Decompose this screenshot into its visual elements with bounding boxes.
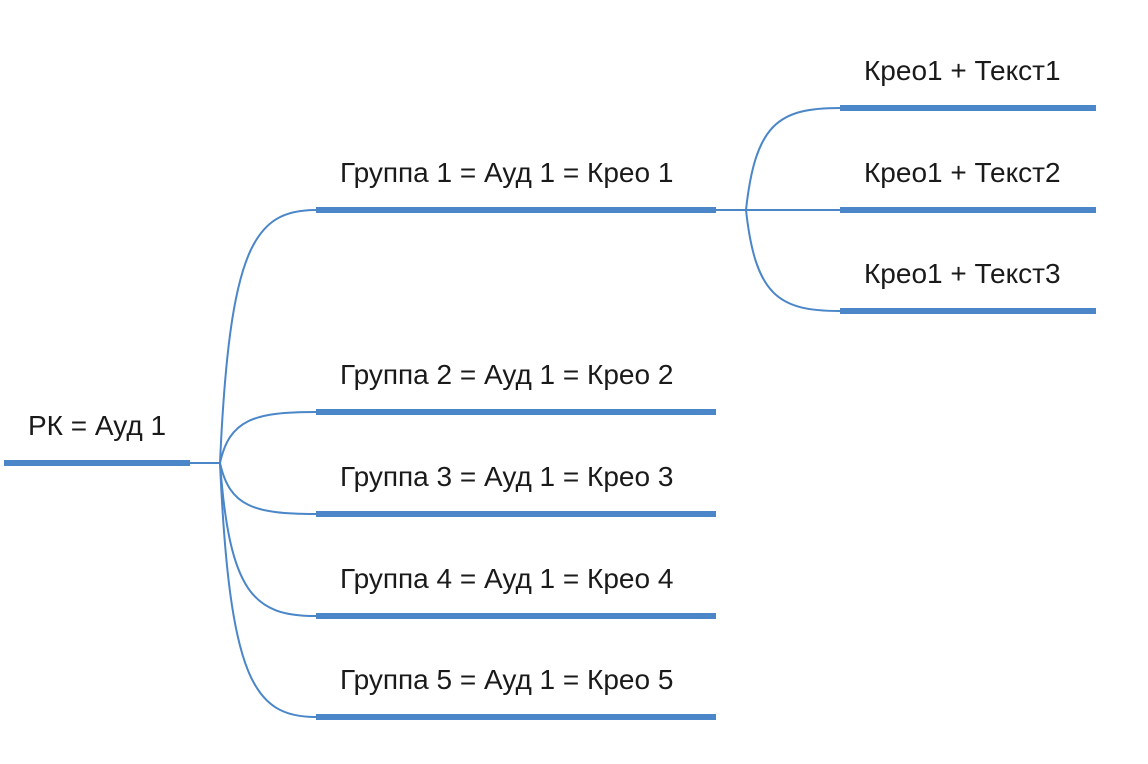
group-3-node-label[interactable]: Группа 3 = Ауд 1 = Крео 3 xyxy=(340,461,673,492)
group-4-node-label[interactable]: Группа 4 = Ауд 1 = Крео 4 xyxy=(340,563,673,594)
text-1-node-label[interactable]: Крео1 + Текст1 xyxy=(864,55,1061,86)
connector-lines xyxy=(190,107,841,718)
connector-root-to-group-1 xyxy=(190,209,317,464)
connector-group-1-to-text-3 xyxy=(716,209,841,312)
connector-root-to-group-3 xyxy=(190,462,317,515)
root-node-label[interactable]: РК = Ауд 1 xyxy=(28,410,166,441)
text-2-node-label[interactable]: Крео1 + Текст2 xyxy=(864,157,1061,188)
connector-root-to-group-4 xyxy=(190,462,317,617)
connector-root-to-group-5 xyxy=(190,462,317,718)
connector-root-to-group-2 xyxy=(190,411,317,464)
connector-group-1-to-text-1 xyxy=(716,107,841,211)
group-5-node-label[interactable]: Группа 5 = Ауд 1 = Крео 5 xyxy=(340,664,673,695)
node-labels: РК = Ауд 1 Группа 1 = Ауд 1 = Крео 1 Крео1… xyxy=(28,55,1061,695)
node-bars xyxy=(4,105,1096,720)
group-2-node-label[interactable]: Группа 2 = Ауд 1 = Крео 2 xyxy=(340,359,673,390)
text-3-node-label[interactable]: Крео1 + Текст3 xyxy=(864,258,1061,289)
group-1-node-label[interactable]: Группа 1 = Ауд 1 = Крео 1 xyxy=(340,157,673,188)
